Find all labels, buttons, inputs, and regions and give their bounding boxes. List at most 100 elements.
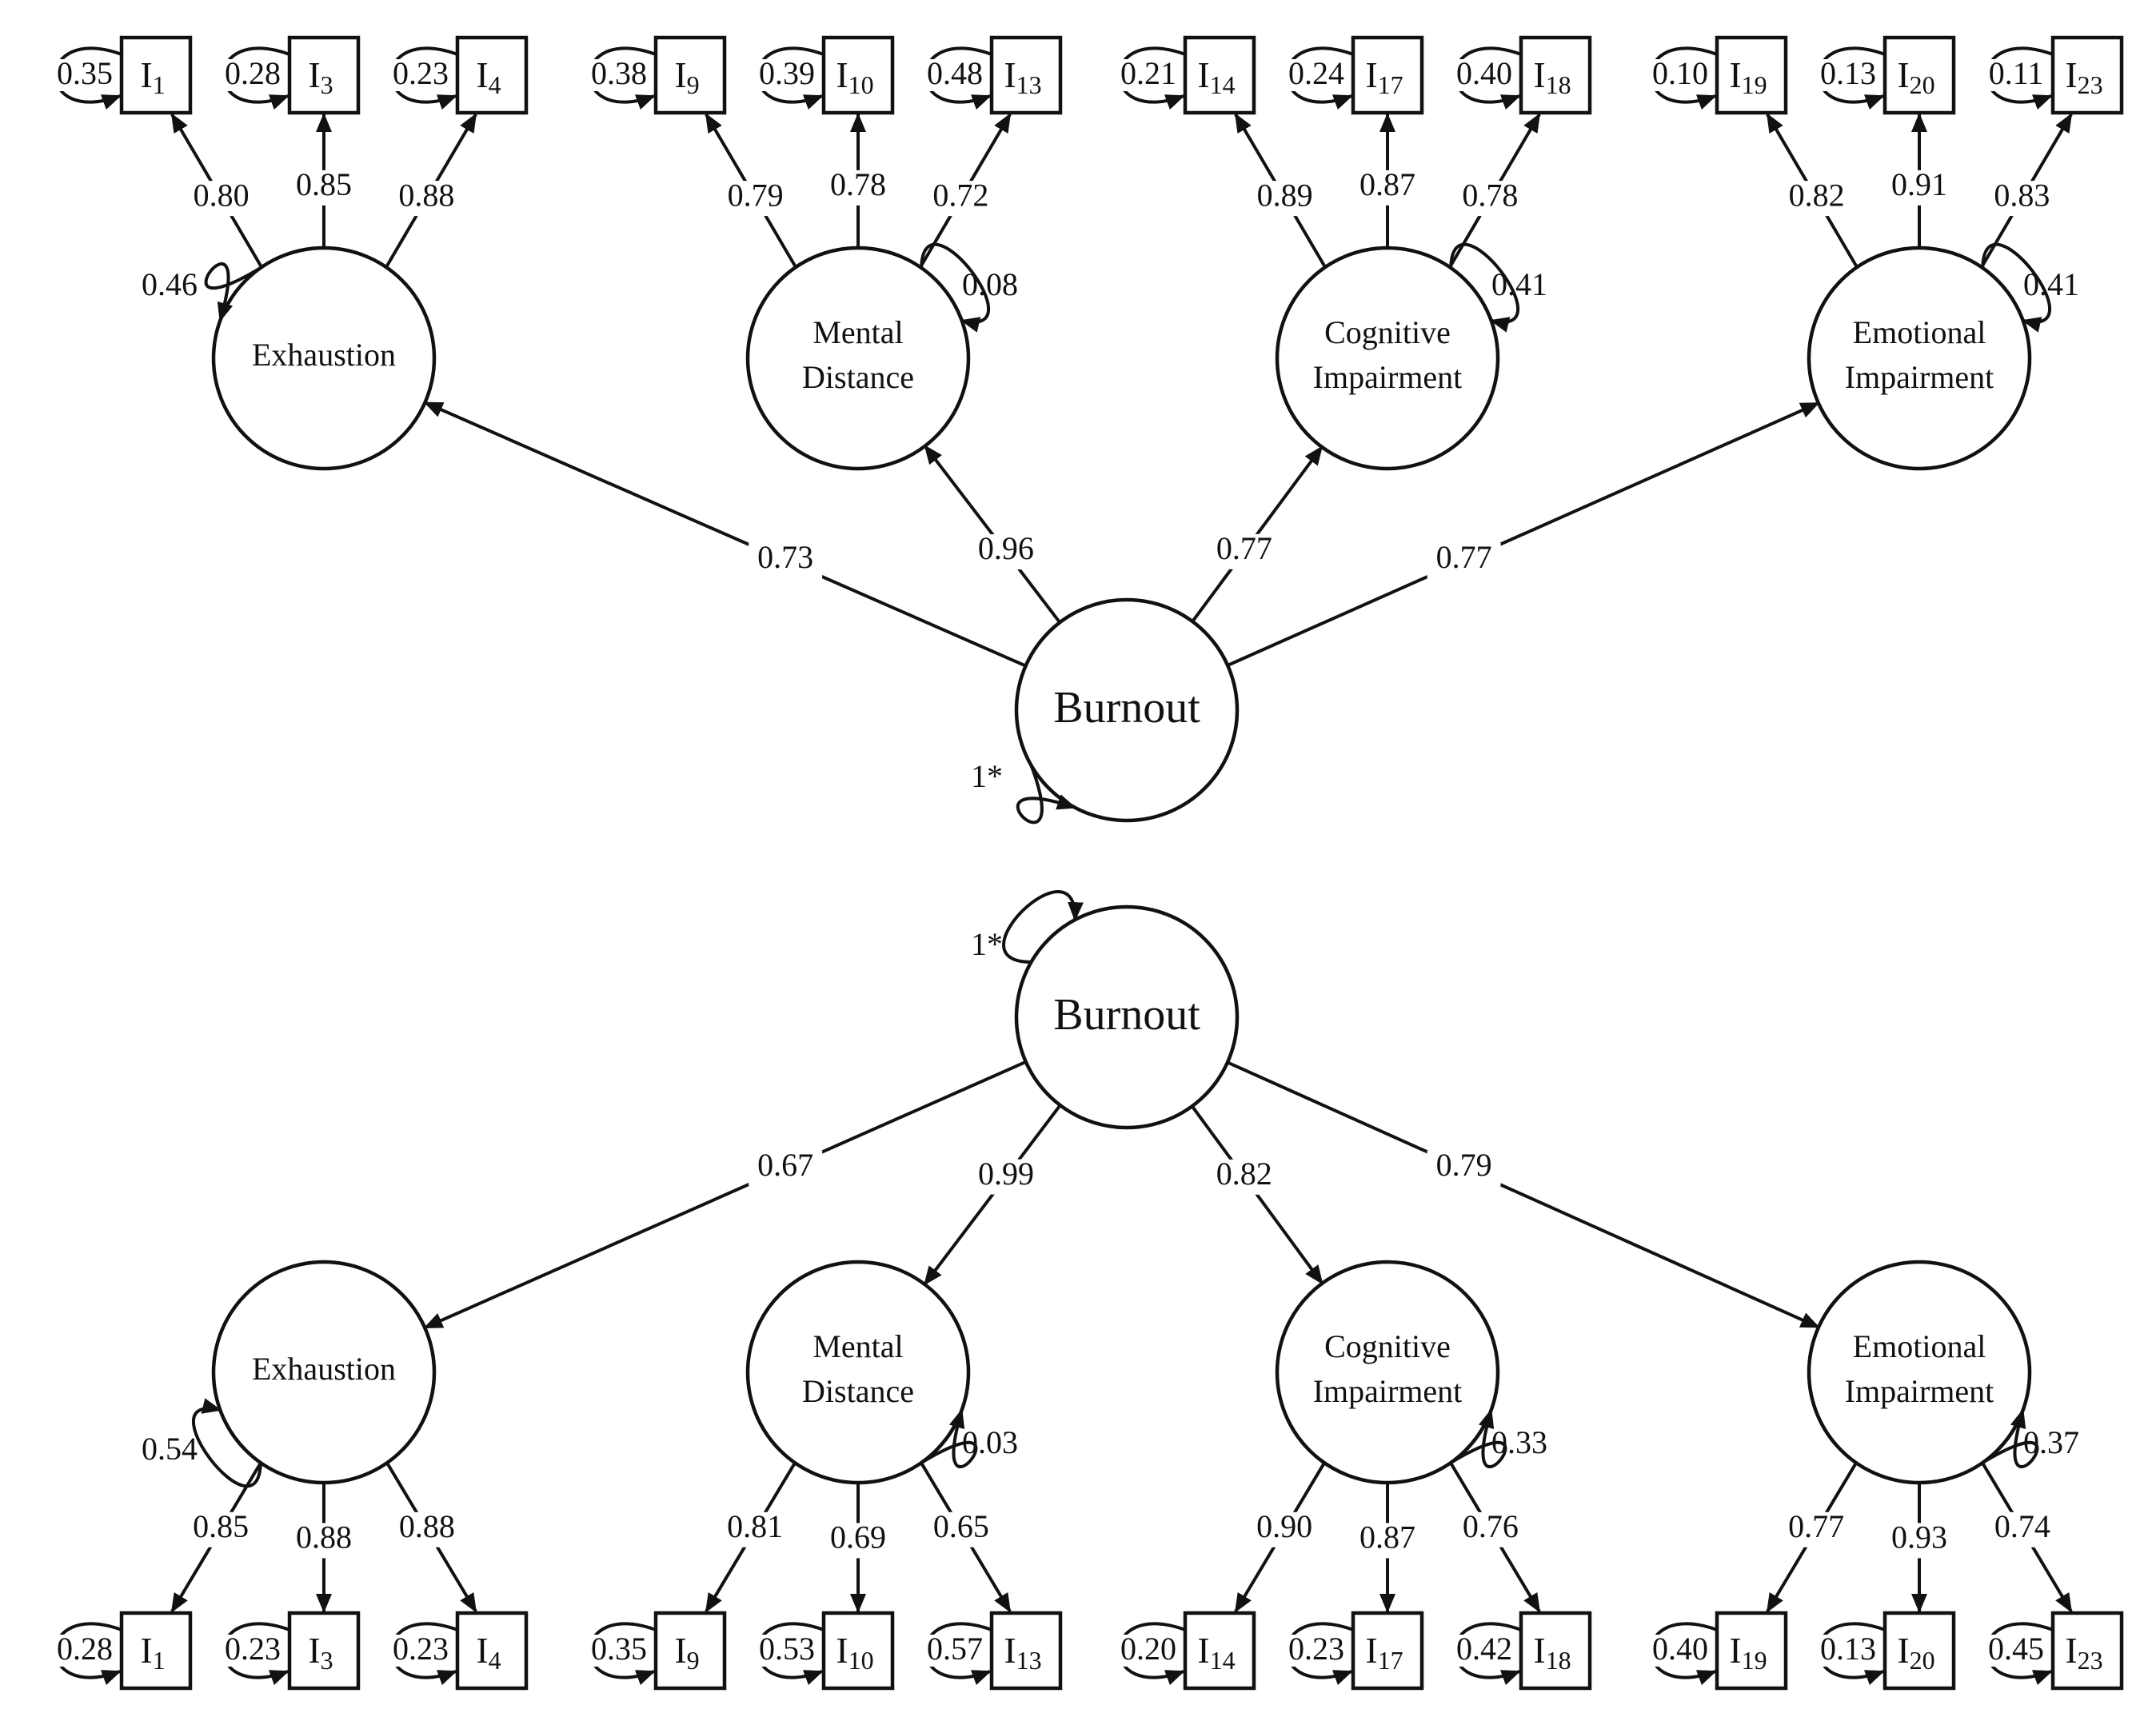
bottom-item-4-box bbox=[455, 1611, 529, 1691]
top-item-18-base: I bbox=[1533, 54, 1545, 95]
top-item-4-box bbox=[455, 35, 529, 115]
bottom-mental-distance-label-line1: Mental bbox=[812, 1328, 903, 1364]
bottom-item-19-subscript: 19 bbox=[1742, 1646, 1767, 1675]
top-exhaustion-item-4-loading: 0.88 bbox=[398, 177, 454, 213]
bottom-item-10-subscript: 10 bbox=[848, 1646, 874, 1675]
top-item-19-residual: 0.10 bbox=[1652, 55, 1708, 91]
bottom-item-20-subscript: 20 bbox=[1910, 1646, 1935, 1675]
top-item-13-residual: 0.48 bbox=[927, 55, 983, 91]
top-emotional-impairment-item-20-loading: 0.91 bbox=[1891, 166, 1947, 202]
bottom-item-20-residual: 0.13 bbox=[1820, 1631, 1876, 1667]
top-item-18-subscript: 18 bbox=[1546, 70, 1571, 99]
bottom-mental-distance-item-10-loading: 0.69 bbox=[830, 1519, 886, 1555]
bottom-item-19-label: I19 bbox=[1729, 1630, 1767, 1675]
top-exhaustion-label: Exhaustion bbox=[252, 337, 396, 373]
bottom-item-20-residual-bg bbox=[1815, 1635, 1879, 1667]
bottom-item-10-residual-bg bbox=[753, 1635, 817, 1667]
bottom-emotional-impairment-path bbox=[1227, 1060, 1820, 1329]
bottom-item-3-residual-bg bbox=[219, 1635, 283, 1667]
top-item-17-label: I17 bbox=[1365, 54, 1403, 100]
top-exhaustion-item-3-loading-bg bbox=[287, 170, 361, 206]
top-exhaustion-item-1-loading-bg bbox=[184, 181, 258, 217]
top-item-1-residual-bg bbox=[51, 59, 115, 91]
bottom-exhaustion-item-1-loading: 0.85 bbox=[193, 1508, 249, 1544]
top-mental-distance-label-line1: Mental bbox=[812, 314, 903, 350]
bottom-item-3-subscript: 3 bbox=[321, 1646, 333, 1675]
bottom-item-20-base: I bbox=[1897, 1630, 1909, 1671]
bottom-item-19-box bbox=[1715, 1611, 1788, 1691]
top-item-3-subscript: 3 bbox=[321, 70, 333, 99]
top-cognitive-impairment-residual-loop bbox=[1449, 242, 1520, 333]
bottom-item-17-box bbox=[1351, 1611, 1424, 1691]
bottom-exhaustion-path bbox=[423, 1060, 1027, 1330]
top-emotional-impairment-label-line2: Impairment bbox=[1845, 359, 1994, 395]
top-item-19-box bbox=[1715, 35, 1788, 115]
top-item-10-box bbox=[821, 35, 895, 115]
bottom-emotional-impairment-item-23-loading-bg bbox=[1985, 1511, 2059, 1547]
top-cognitive-impairment-item-18-loading-bg bbox=[1453, 181, 1527, 217]
bottom-exhaustion-item-4-loading-bg bbox=[389, 1511, 464, 1547]
bottom-item-3-label: I3 bbox=[308, 1630, 333, 1675]
top-item-3-base: I bbox=[308, 54, 320, 95]
bottom-item-14-residual-bg bbox=[1115, 1635, 1179, 1667]
top-cognitive-impairment-label-line2: Impairment bbox=[1313, 359, 1463, 395]
top-item-20-subscript: 20 bbox=[1910, 70, 1935, 99]
bottom-burnout-circle bbox=[1014, 904, 1240, 1130]
bottom-mental-distance-item-13-loading: 0.65 bbox=[933, 1508, 989, 1544]
bottom-item-18-label: I18 bbox=[1533, 1630, 1571, 1675]
top-emotional-impairment-item-20-loading-bg bbox=[1883, 170, 1956, 206]
bottom-item-10-label: I10 bbox=[836, 1630, 873, 1675]
bottom-cognitive-impairment-item-17-loading: 0.87 bbox=[1359, 1519, 1415, 1555]
top-item-1-base: I bbox=[140, 54, 152, 95]
bottom-item-23-residual-bg bbox=[1982, 1635, 2046, 1667]
top-item-13-box bbox=[989, 35, 1063, 115]
bottom-exhaustion-item-1-loading-bg bbox=[184, 1511, 258, 1547]
bottom-emotional-impairment-circle bbox=[1807, 1260, 2032, 1485]
bottom-item-3-base: I bbox=[308, 1630, 320, 1671]
top-exhaustion-loading-bg bbox=[749, 542, 823, 578]
top-item-9-label: I9 bbox=[674, 54, 699, 100]
bottom-item-18-residual-bg bbox=[1451, 1635, 1515, 1667]
top-mental-distance-item-10-loading-bg bbox=[821, 170, 895, 206]
top-item-23-box bbox=[2050, 35, 2124, 115]
top-mental-distance-item-9-loading: 0.79 bbox=[728, 177, 784, 213]
bottom-cognitive-impairment-loading: 0.82 bbox=[1216, 1156, 1272, 1192]
bottom-exhaustion-item-4-loading: 0.88 bbox=[399, 1508, 455, 1544]
bottom-item-3-residual: 0.23 bbox=[225, 1631, 281, 1667]
bottom-item-23-residual: 0.45 bbox=[1988, 1631, 2044, 1667]
bottom-cognitive-impairment-label-line2: Impairment bbox=[1313, 1373, 1463, 1409]
bottom-item-17-subscript: 17 bbox=[1378, 1646, 1403, 1675]
top-item-17-subscript: 17 bbox=[1378, 70, 1403, 99]
bottom-item-23-base: I bbox=[2065, 1630, 2077, 1671]
top-item-10-subscript: 10 bbox=[848, 70, 874, 99]
bottom-item-10-box bbox=[821, 1611, 895, 1691]
top-emotional-impairment-loading: 0.77 bbox=[1436, 539, 1492, 575]
bottom-item-4-base: I bbox=[476, 1630, 488, 1671]
bottom-item-14-box bbox=[1183, 1611, 1256, 1691]
top-mental-distance-path bbox=[924, 445, 1061, 624]
top-emotional-impairment-item-19-loading-bg bbox=[1779, 181, 1854, 217]
bottom-emotional-impairment-residual-loop bbox=[1982, 1408, 2039, 1469]
top-item-19-label: I19 bbox=[1729, 54, 1767, 100]
bottom-item-9-box bbox=[653, 1611, 727, 1691]
bottom-mental-distance-path bbox=[923, 1104, 1062, 1286]
bottom-exhaustion-label: Exhaustion bbox=[252, 1351, 396, 1387]
top-item-20-residual-bg bbox=[1815, 59, 1879, 91]
bottom-cognitive-impairment-circle bbox=[1275, 1260, 1500, 1485]
bottom-item-13-residual-bg bbox=[921, 1635, 985, 1667]
bottom-item-23-subscript: 23 bbox=[2078, 1646, 2103, 1675]
top-mental-distance-residual-loop bbox=[920, 242, 991, 333]
top-item-14-subscript: 14 bbox=[1210, 70, 1236, 99]
top-item-14-box bbox=[1183, 35, 1256, 115]
top-item-3-residual-bg bbox=[219, 59, 283, 91]
top-item-14-residual: 0.21 bbox=[1120, 55, 1176, 91]
top-item-23-label: I23 bbox=[2065, 54, 2102, 100]
bottom-item-17-residual-bg bbox=[1283, 1635, 1347, 1667]
top-cognitive-impairment-item-17-loading: 0.87 bbox=[1359, 166, 1415, 202]
top-cognitive-impairment-item-14-loading: 0.89 bbox=[1257, 177, 1313, 213]
top-item-17-box bbox=[1351, 35, 1424, 115]
top-item-17-residual-bg bbox=[1283, 59, 1347, 91]
bottom-mental-distance-item-9-loading: 0.81 bbox=[727, 1508, 783, 1544]
bottom-burnout-variance: 1* bbox=[971, 926, 1003, 962]
